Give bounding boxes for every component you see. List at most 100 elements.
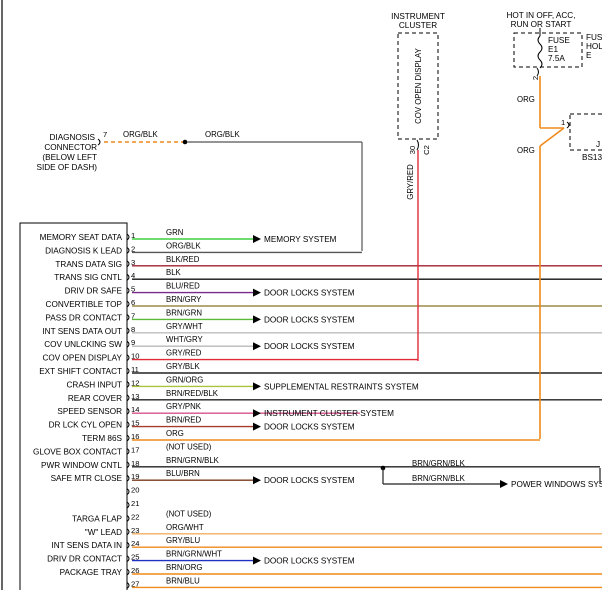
splice-wire-diagonal [539, 127, 565, 147]
arrow-icon [253, 288, 261, 297]
wire-color-code: BRN/RED/BLK [166, 389, 219, 398]
pin-number: 18 [131, 459, 139, 468]
connector-pin-symbol [126, 421, 130, 428]
pin-number: 16 [131, 432, 139, 441]
arrow-icon [253, 342, 261, 351]
splice-letter: J [596, 140, 600, 149]
connector-pin-symbol [126, 541, 130, 549]
connector-pin-symbol [126, 434, 130, 442]
fuse-label: FUSE [548, 36, 570, 45]
pin-number: 26 [131, 566, 139, 575]
splice-id: BS13 [582, 153, 602, 162]
fuse-icon [537, 35, 543, 69]
arrow-icon [253, 422, 261, 431]
pwr-window-wire-color-a: BRN/GRN/BLK [412, 459, 466, 468]
cluster-pin-30: 30 [408, 146, 417, 154]
fuse-hot-note-2: RUN OR START [511, 20, 572, 29]
wire-color-code: BRN/GRY [166, 295, 202, 304]
connector-pin-symbol [126, 233, 130, 241]
destination-system: DOOR LOCKS SYSTEM [264, 476, 355, 485]
connector-pin-symbol [126, 474, 130, 482]
connector-pin-symbol [126, 515, 130, 522]
instrument-cluster: INSTRUMENT CLUSTER COV OPEN DISPLAY 30 C… [391, 12, 445, 361]
fuse-pin-number: 2 [531, 76, 540, 80]
wire-color-code: ORG/WHT [166, 523, 204, 532]
diagnosis-wire-color-2: ORG/BLK [205, 130, 240, 139]
cluster-wire-color: GRY/RED [406, 164, 415, 200]
splice-bs13: 1 J BS13 ORG [517, 113, 602, 439]
arrow-icon [500, 480, 508, 488]
cluster-title: INSTRUMENT [391, 12, 445, 21]
connector-pin-symbol [126, 300, 130, 308]
pin-label: SPEED SENSOR [57, 407, 122, 416]
pin-label: REAR COVER [68, 394, 122, 403]
arrow-icon [253, 476, 261, 485]
pin-number: 22 [131, 512, 139, 521]
wire-color-code: BLK [166, 268, 182, 277]
connector-pin-symbol [126, 287, 130, 294]
connector-pin-symbol [126, 354, 130, 361]
wire-color-code: BRN/BLU [166, 576, 200, 585]
wire-color-code: GRY/BLU [166, 536, 200, 545]
arrow-icon [253, 409, 261, 418]
destination-system: SUPPLEMENTAL RESTRAINTS SYSTEM [264, 382, 419, 391]
destination-system: DOOR LOCKS SYSTEM [264, 315, 355, 324]
connector-pin-symbol [126, 367, 130, 375]
diagnosis-connector-title: DIAGNOSIS [50, 133, 96, 142]
wire-color-code: (NOT USED) [166, 509, 212, 518]
wire-color-code: WHT/GRY [166, 335, 203, 344]
pin-number: 4 [131, 271, 135, 280]
pin-number: 21 [131, 499, 139, 508]
connector-pin-symbol [126, 461, 130, 469]
pin-label: DRIV DR CONTACT [47, 555, 122, 564]
wire-color-code: GRY/RED [166, 349, 202, 358]
connector-pin-symbol [566, 121, 570, 129]
wire-color-code: BLU/BRN [166, 469, 200, 478]
pwr-window-dest: POWER WINDOWS SYSTEM [511, 480, 602, 489]
fuse-holder-label-3: E [586, 51, 592, 60]
arrow-icon [253, 315, 261, 324]
diagnosis-connector-location-2: SIDE OF DASH) [36, 163, 97, 172]
wire-color-code: BLK/RED [166, 255, 200, 264]
pin-number: 17 [131, 445, 139, 454]
arrow-icon [253, 235, 261, 243]
connector-pin-symbol [126, 555, 130, 562]
destination-system: DOOR LOCKS SYSTEM [264, 423, 355, 432]
power-window-branch: POWER WINDOWS SYSTEM BRN/GRN/BLK BRN/GRN… [380, 459, 602, 489]
cluster-display-label: COV OPEN DISPLAY [414, 47, 423, 123]
wire-color-code: GRN/ORG [166, 375, 203, 384]
fuse-wire-color: ORG [517, 95, 535, 104]
splice-box [569, 113, 602, 151]
connector-pin-symbol [126, 260, 130, 268]
fuse-hot-note: HOT IN OFF, ACC, [507, 11, 576, 20]
pin-label: COV UNLCKING SW [44, 340, 122, 349]
pwr-window-wire-color-b: BRN/GRN/BLK [412, 474, 466, 483]
pin-label: TRANS DATA SIG [55, 260, 122, 269]
fuse-holder-label: FUS [586, 33, 602, 42]
pin-label: MEMORY SEAT DATA [40, 233, 123, 242]
pin-number: 11 [131, 365, 139, 374]
connector-pin-symbol [97, 138, 101, 146]
pin-number: 1 [131, 231, 135, 240]
pin-number: 23 [131, 526, 139, 535]
connector-pin-symbol [126, 314, 130, 321]
pin-number: 7 [131, 311, 135, 320]
pin-number: 27 [131, 579, 139, 588]
arrow-icon [253, 556, 261, 565]
pin-number: 5 [131, 285, 135, 294]
pin-number: 12 [131, 378, 139, 387]
pin-number: 2 [131, 244, 135, 253]
pin-label: DR LCK CYL OPEN [49, 421, 122, 430]
wire-color-code: BRN/GRN/BLK [166, 456, 220, 465]
pin-number: 3 [131, 258, 135, 267]
connector-pin-symbol [126, 247, 130, 254]
wire-color-code: GRY/PNK [166, 402, 202, 411]
pin-number: 13 [131, 392, 139, 401]
connector-pin-symbol [126, 501, 130, 509]
pin-number: 20 [131, 486, 139, 495]
pin-label: TERM 86S [82, 434, 123, 443]
pin-number: 6 [131, 298, 135, 307]
connector-pin-symbol [126, 568, 130, 576]
pin-number: 24 [131, 539, 139, 548]
